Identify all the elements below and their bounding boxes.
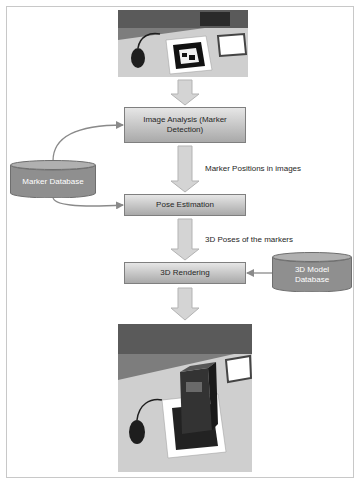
node-text: Image Analysis (Marker Detection) (131, 115, 239, 135)
process-box: Pose Estimation (124, 194, 246, 216)
database-cylinder: Marker Database (10, 160, 96, 198)
outer-frame (7, 7, 354, 478)
flow-arrow (171, 219, 199, 260)
input-photo (118, 10, 248, 77)
database-cylinder: 3D Model Database (272, 252, 352, 292)
node-text: 3D Rendering (160, 268, 209, 278)
process-box: Image Analysis (Marker Detection) (124, 107, 246, 143)
connector-line (53, 197, 123, 206)
output-photo (118, 324, 252, 472)
node-text: Pose Estimation (156, 200, 214, 210)
edge-label: Marker Positions in images (203, 164, 303, 174)
node-text: Marker Database (22, 177, 83, 187)
flow-arrow (171, 288, 199, 320)
connector-line (247, 272, 272, 273)
edge-label: 3D Poses of the markers (203, 235, 295, 245)
process-box: 3D Rendering (124, 262, 246, 284)
flow-arrow (171, 146, 199, 192)
connector-line (53, 125, 123, 161)
flow-arrow (171, 80, 199, 105)
node-text: 3D Model Database (277, 265, 347, 285)
